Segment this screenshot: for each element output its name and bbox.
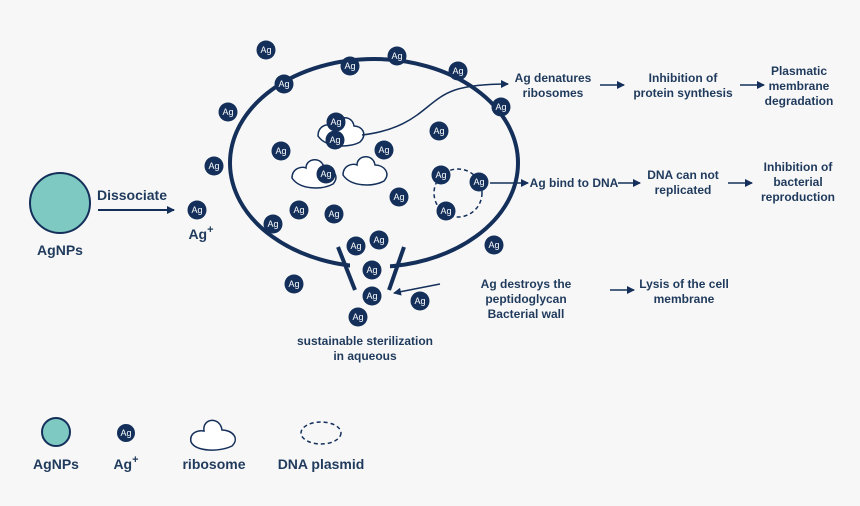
ag-ion-15: Ag xyxy=(431,165,451,185)
svg-text:Ag: Ag xyxy=(435,170,446,180)
mechanism1-step1: Ag denatures ribosomes xyxy=(514,71,592,100)
mechanism2-step2: DNA can not replicated xyxy=(647,168,719,197)
legend-agnps-label: AgNPs xyxy=(33,456,79,472)
ag-ion-30: Ag xyxy=(348,307,368,327)
legend-ag-ion-text: Ag xyxy=(113,456,133,472)
ag-ion-8: Ag xyxy=(326,112,346,132)
svg-text:Ag: Ag xyxy=(320,169,331,179)
svg-text:Ag: Ag xyxy=(278,79,289,89)
ag-ion-19: Ag xyxy=(289,200,309,220)
ag-ion-7: Ag xyxy=(491,97,511,117)
agnps-label: AgNPs xyxy=(37,242,83,258)
ag-ion-27: Ag xyxy=(284,274,304,294)
svg-text:Ag: Ag xyxy=(329,135,340,145)
ag-ion-2: Ag xyxy=(340,56,360,76)
dna-plasmid xyxy=(433,168,483,218)
ag-ion-6: Ag xyxy=(218,102,238,122)
ag-ion-20: Ag xyxy=(324,204,344,224)
ag-ion-21: Ag xyxy=(263,214,283,234)
ag-ion-29: Ag xyxy=(410,291,430,311)
wall-arrow xyxy=(393,283,441,296)
ribosome-to-denature-arrow xyxy=(361,80,509,136)
ag-ion-18: Ag xyxy=(187,200,207,220)
svg-text:Ag: Ag xyxy=(366,265,377,275)
legend-ag-ion-label: Ag+ xyxy=(108,454,144,475)
ag-ion-17: Ag xyxy=(389,187,409,207)
cell-wall-break-right xyxy=(387,246,406,291)
svg-text:Ag: Ag xyxy=(440,206,451,216)
svg-text:Ag: Ag xyxy=(373,235,384,245)
legend-dna-plasmid-icon xyxy=(300,421,342,445)
ag-ion-16: Ag xyxy=(469,172,489,192)
mechanism2-step3: Inhibition of bacterial reproduction xyxy=(761,160,835,204)
dissociate-label: Dissociate xyxy=(96,187,168,203)
svg-text:Ag: Ag xyxy=(222,107,233,117)
svg-text:Ag: Ag xyxy=(330,117,341,127)
ag-ion-label-text: Ag xyxy=(188,226,208,242)
svg-text:Ag: Ag xyxy=(488,240,499,250)
ag-ion-11: Ag xyxy=(325,130,345,150)
svg-text:Ag: Ag xyxy=(120,428,131,438)
svg-text:Ag: Ag xyxy=(378,145,389,155)
ag-ion-24: Ag xyxy=(346,236,366,256)
ag-ion-13: Ag xyxy=(316,164,336,184)
svg-text:Ag: Ag xyxy=(293,205,304,215)
mechanism1-step2: Inhibition of protein synthesis xyxy=(633,71,733,100)
svg-text:Ag: Ag xyxy=(260,45,271,55)
legend-ribosome-label: ribosome xyxy=(182,456,246,472)
svg-text:Ag: Ag xyxy=(288,279,299,289)
ag-ion-10: Ag xyxy=(271,141,291,161)
legend-ag-ion-superscript: + xyxy=(132,454,139,466)
ag-ion-9: Ag xyxy=(429,121,449,141)
svg-text:Ag: Ag xyxy=(433,126,444,136)
svg-text:Ag: Ag xyxy=(473,177,484,187)
ag-ion-4: Ag xyxy=(448,61,468,81)
svg-text:Ag: Ag xyxy=(391,51,402,61)
mechanism3-step2: Lysis of the cell membrane xyxy=(639,277,729,306)
svg-text:Ag: Ag xyxy=(350,241,361,251)
ag-ion-label-superscript: + xyxy=(207,224,214,236)
svg-text:Ag: Ag xyxy=(267,219,278,229)
ag-ion-14: Ag xyxy=(204,156,224,176)
legend-agnp-icon xyxy=(41,417,71,447)
svg-text:Ag: Ag xyxy=(344,61,355,71)
legend-dna-plasmid-label: DNA plasmid xyxy=(277,456,365,472)
cell-wall-break-left xyxy=(336,246,357,291)
ag-ion-label: Ag+ xyxy=(183,224,219,245)
svg-text:Ag: Ag xyxy=(208,161,219,171)
ag-ion-26: Ag xyxy=(362,260,382,280)
ag-ion-3: Ag xyxy=(387,46,407,66)
ag-ion-5: Ag xyxy=(274,74,294,94)
ag-ion-25: Ag xyxy=(484,235,504,255)
ag-ion-1: Ag xyxy=(256,40,276,60)
svg-text:Ag: Ag xyxy=(452,66,463,76)
svg-text:Ag: Ag xyxy=(414,296,425,306)
mechanism1-step3: Plasmatic membrane degradation xyxy=(764,64,834,108)
mechanism3-step1: Ag destroys the peptidoglycan Bacterial … xyxy=(480,277,572,321)
legend-ribosome-icon xyxy=(190,419,236,451)
sterilization-label: sustainable sterilization in aqueous xyxy=(296,334,434,363)
agnp-particle xyxy=(29,172,91,234)
svg-text:Ag: Ag xyxy=(393,192,404,202)
ribosome-3 xyxy=(342,156,388,186)
mechanism2-step1: Ag bind to DNA xyxy=(529,176,619,190)
ag-ion-22: Ag xyxy=(436,201,456,221)
ag-ion-12: Ag xyxy=(374,140,394,160)
ag-ion-28: Ag xyxy=(362,286,382,306)
svg-text:Ag: Ag xyxy=(275,146,286,156)
legend-ag-ion-icon: Ag xyxy=(117,424,135,442)
svg-text:Ag: Ag xyxy=(191,205,202,215)
svg-text:Ag: Ag xyxy=(495,102,506,112)
svg-text:Ag: Ag xyxy=(366,291,377,301)
svg-text:Ag: Ag xyxy=(328,209,339,219)
ag-ion-23: Ag xyxy=(369,230,389,250)
svg-text:Ag: Ag xyxy=(352,312,363,322)
